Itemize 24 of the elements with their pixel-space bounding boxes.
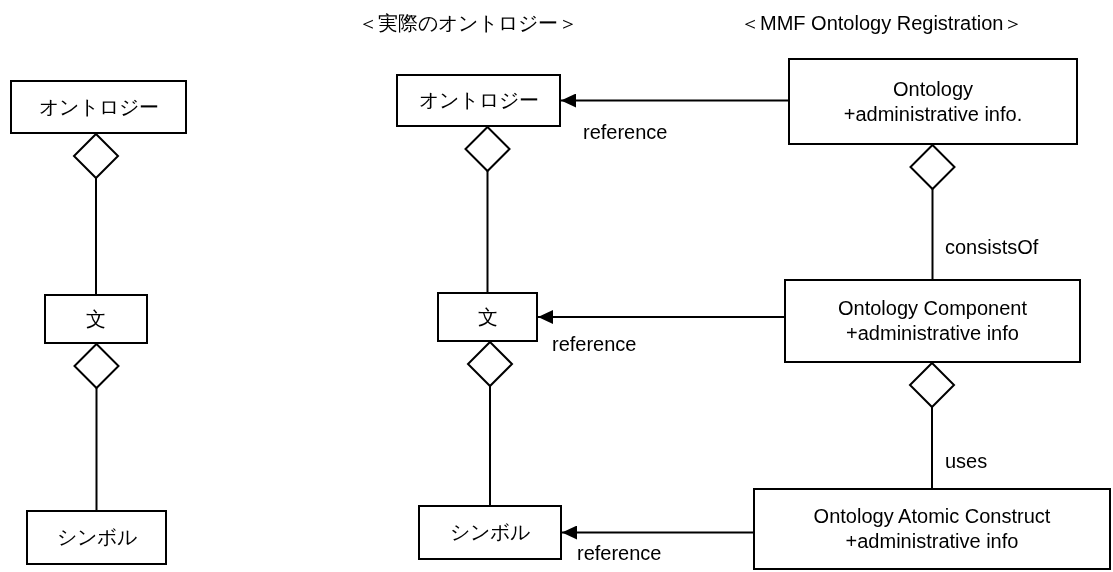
class-box: オントロジー	[10, 80, 187, 134]
aggregation-line	[73, 133, 119, 295]
class-box	[784, 279, 1081, 363]
class-box: 文	[437, 292, 538, 342]
class-name: Ontology Atomic Construct	[813, 504, 1051, 529]
attribute-text: +administrative info	[846, 321, 1019, 346]
class-box: シンボル	[26, 510, 167, 565]
aggregation-line	[909, 362, 955, 489]
class-box: オントロジー	[396, 74, 561, 127]
arrow	[561, 525, 754, 540]
class-box	[753, 488, 1111, 570]
attribute-text: +administrative info	[845, 529, 1019, 554]
class-box	[788, 58, 1078, 145]
class-name: Ontology Component	[838, 296, 1027, 321]
class-name: Ontology	[892, 76, 974, 102]
aggregation-line	[467, 341, 513, 506]
arrow	[537, 310, 785, 324]
class-box: 文	[44, 294, 148, 344]
aggregation-line	[464, 126, 511, 293]
attribute-text: +administrative info.	[843, 101, 1023, 127]
class-box: シンボル	[418, 505, 562, 560]
aggregation-line	[73, 343, 120, 511]
aggregation-line	[909, 144, 956, 280]
arrow	[560, 93, 789, 108]
